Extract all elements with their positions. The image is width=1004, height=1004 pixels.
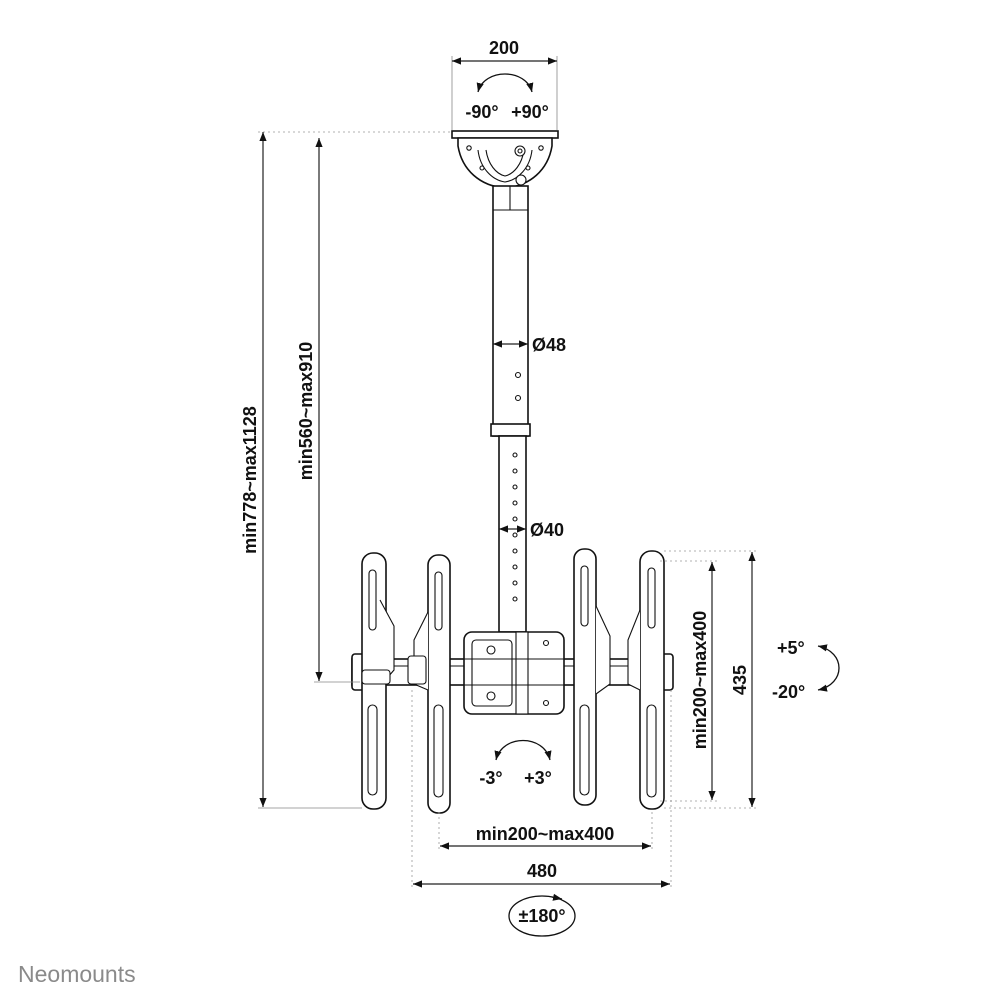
upper-diameter-label: Ø48	[532, 335, 566, 355]
level-right-label: +3°	[524, 768, 552, 788]
top-width-dimension: 200	[451, 38, 558, 130]
tilt-down-label: -20°	[772, 682, 805, 702]
swivel-label: ±180°	[518, 906, 565, 926]
center-hub	[463, 631, 565, 715]
upper-pole	[490, 185, 531, 437]
top-rotation-indicator: -90° +90°	[465, 73, 549, 122]
overall-height-label: min778~max1128	[240, 406, 260, 554]
level-adjust-indicator: -3° +3°	[479, 739, 552, 788]
bracket-height-dimension: 435	[664, 550, 758, 809]
vesa-vertical-label: min200~max400	[690, 611, 710, 750]
overall-width-label: 480	[527, 861, 557, 881]
top-width-label: 200	[489, 38, 519, 58]
vesa-horizontal-dimension: min200~max400	[438, 812, 653, 852]
vesa-vertical-dimension: min200~max400	[660, 560, 718, 802]
tilt-up-label: +5°	[777, 638, 805, 658]
pole-height-label: min560~max910	[296, 342, 316, 481]
overall-width-dimension: 480	[411, 690, 672, 890]
lower-pole	[498, 435, 527, 633]
right-inner-bracket	[573, 548, 611, 806]
rotation-right-label: +90°	[511, 102, 549, 122]
left-inner-bracket	[407, 554, 451, 814]
rotation-left-label: -90°	[465, 102, 498, 122]
upper-diameter-callout: Ø48	[493, 335, 566, 355]
left-outer-bracket	[361, 552, 395, 810]
overall-height-dimension: min778~max1128	[240, 131, 452, 809]
level-left-label: -3°	[479, 768, 502, 788]
lower-diameter-callout: Ø40	[499, 520, 564, 540]
vesa-horizontal-label: min200~max400	[476, 824, 615, 844]
right-outer-bracket	[627, 550, 665, 810]
bracket-height-label: 435	[730, 665, 750, 695]
swivel-indicator: ±180°	[508, 893, 576, 937]
brand-logo-text: Neomounts	[18, 961, 136, 987]
lower-diameter-label: Ø40	[530, 520, 564, 540]
ceiling-plate	[451, 130, 559, 189]
tilt-indicator: +5° -20°	[772, 638, 840, 702]
pole-height-dimension: min560~max910	[296, 138, 360, 683]
